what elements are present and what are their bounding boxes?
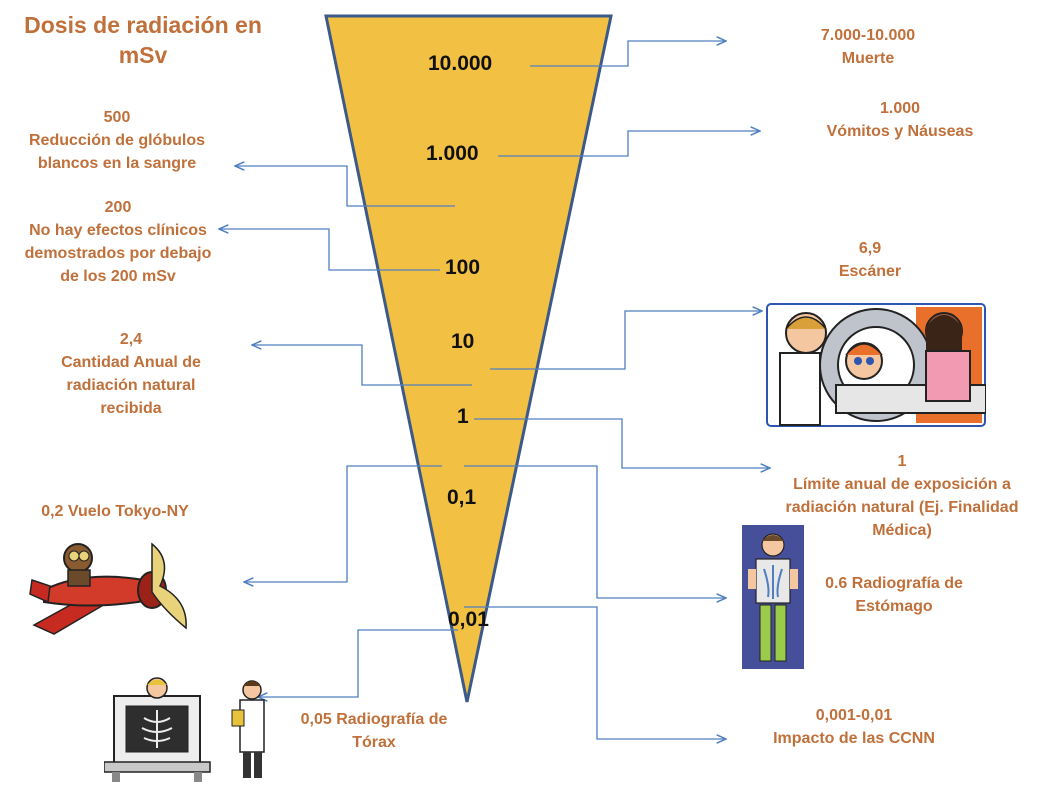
title-line-2: mSv (118, 42, 168, 68)
label-no-efectos-line-2: demostrados por debajo (24, 245, 212, 262)
label-estomago: 0.6 Radiografía de Estómago (806, 572, 982, 618)
connector-muerte (530, 41, 726, 67)
label-limite-line-1: Límite anual de exposición a (793, 476, 1011, 493)
label-anual-natural-line-2: radiación natural (66, 377, 196, 394)
connector-no-efectos (219, 229, 440, 271)
label-limite: 1 Límite anual de exposición a radiación… (768, 450, 1036, 542)
label-torax-line-1: 0,05 Radiografía de (300, 711, 448, 728)
label-estomago-line-1: 0.6 Radiografía de (825, 575, 963, 592)
scale-0-1: 0,1 (447, 486, 477, 509)
label-anual-natural-line-3: recibida (100, 400, 162, 417)
label-ccnn-value: 0,001-0,01 (815, 707, 893, 724)
connector-vuelo (244, 465, 442, 582)
scale-1000: 1.000 (426, 142, 479, 165)
label-muerte-text: Muerte (841, 50, 895, 67)
label-no-efectos-line-3: de los 200 mSv (60, 268, 176, 285)
connector-anual-natural (252, 345, 472, 386)
label-muerte: 7.000-10.000 Muerte (768, 24, 968, 70)
connector-globulos (235, 166, 455, 207)
label-limite-line-2: radiación natural (Ej. Finalidad (785, 499, 1019, 516)
label-globulos: 500 Reducción de glóbulos blancos en la … (12, 106, 222, 175)
diagram-title: Dosis de radiación en mSv (18, 10, 268, 70)
ct-scanner-illustration (766, 303, 986, 427)
scale-10000: 10.000 (428, 52, 493, 75)
title-line-1: Dosis de radiación en (24, 12, 262, 38)
label-limite-value: 1 (897, 453, 907, 470)
label-vomitos-text: Vómitos y Náuseas (826, 123, 974, 140)
connector-estomago (464, 465, 726, 598)
label-vuelo: 0,2 Vuelo Tokyo-NY (20, 500, 210, 523)
label-anual-natural-line-1: Cantidad Anual de (61, 354, 201, 371)
label-ccnn: 0,001-0,01 Impacto de las CCNN (740, 704, 968, 750)
label-vomitos-value: 1.000 (879, 100, 921, 117)
label-estomago-line-2: Estómago (855, 598, 933, 615)
funnel-triangle (324, 14, 613, 703)
label-no-efectos-line-1: No hay efectos clínicos (29, 222, 207, 239)
xray-person-illustration (742, 525, 804, 669)
label-escaner: 6,9 Escáner (800, 237, 940, 283)
label-torax-line-2: Tórax (352, 734, 396, 751)
connector-escaner (490, 311, 762, 370)
label-ccnn-text: Impacto de las CCNN (773, 730, 935, 747)
label-anual-natural-value: 2,4 (119, 331, 143, 348)
label-globulos-line-1: Reducción de glóbulos (28, 132, 205, 149)
label-no-efectos-value: 200 (104, 199, 132, 216)
scale-10: 10 (451, 330, 475, 353)
label-anual-natural: 2,4 Cantidad Anual de radiación natural … (34, 328, 228, 420)
label-no-efectos: 200 No hay efectos clínicos demostrados … (8, 196, 228, 288)
connector-torax (258, 629, 458, 697)
label-vomitos: 1.000 Vómitos y Náuseas (790, 97, 1010, 143)
label-vuelo-text: 0,2 Vuelo Tokyo-NY (41, 503, 189, 520)
connector-vomitos (498, 131, 760, 157)
label-escaner-value: 6,9 (858, 240, 882, 257)
label-torax: 0,05 Radiografía de Tórax (276, 708, 472, 754)
label-muerte-value: 7.000-10.000 (820, 27, 916, 44)
label-globulos-value: 500 (103, 109, 131, 126)
label-globulos-line-2: blancos en la sangre (37, 155, 197, 172)
scale-0-01: 0,01 (448, 608, 489, 631)
airplane-pilot-illustration (29, 542, 187, 635)
label-limite-line-3: Médica) (872, 522, 932, 539)
connector-limite (474, 418, 770, 468)
label-escaner-text: Escáner (838, 263, 902, 280)
scale-1: 1 (457, 405, 469, 428)
connector-ccnn (464, 606, 726, 739)
scale-100: 100 (445, 256, 481, 279)
xray-machine-doctor-illustration (104, 677, 265, 782)
